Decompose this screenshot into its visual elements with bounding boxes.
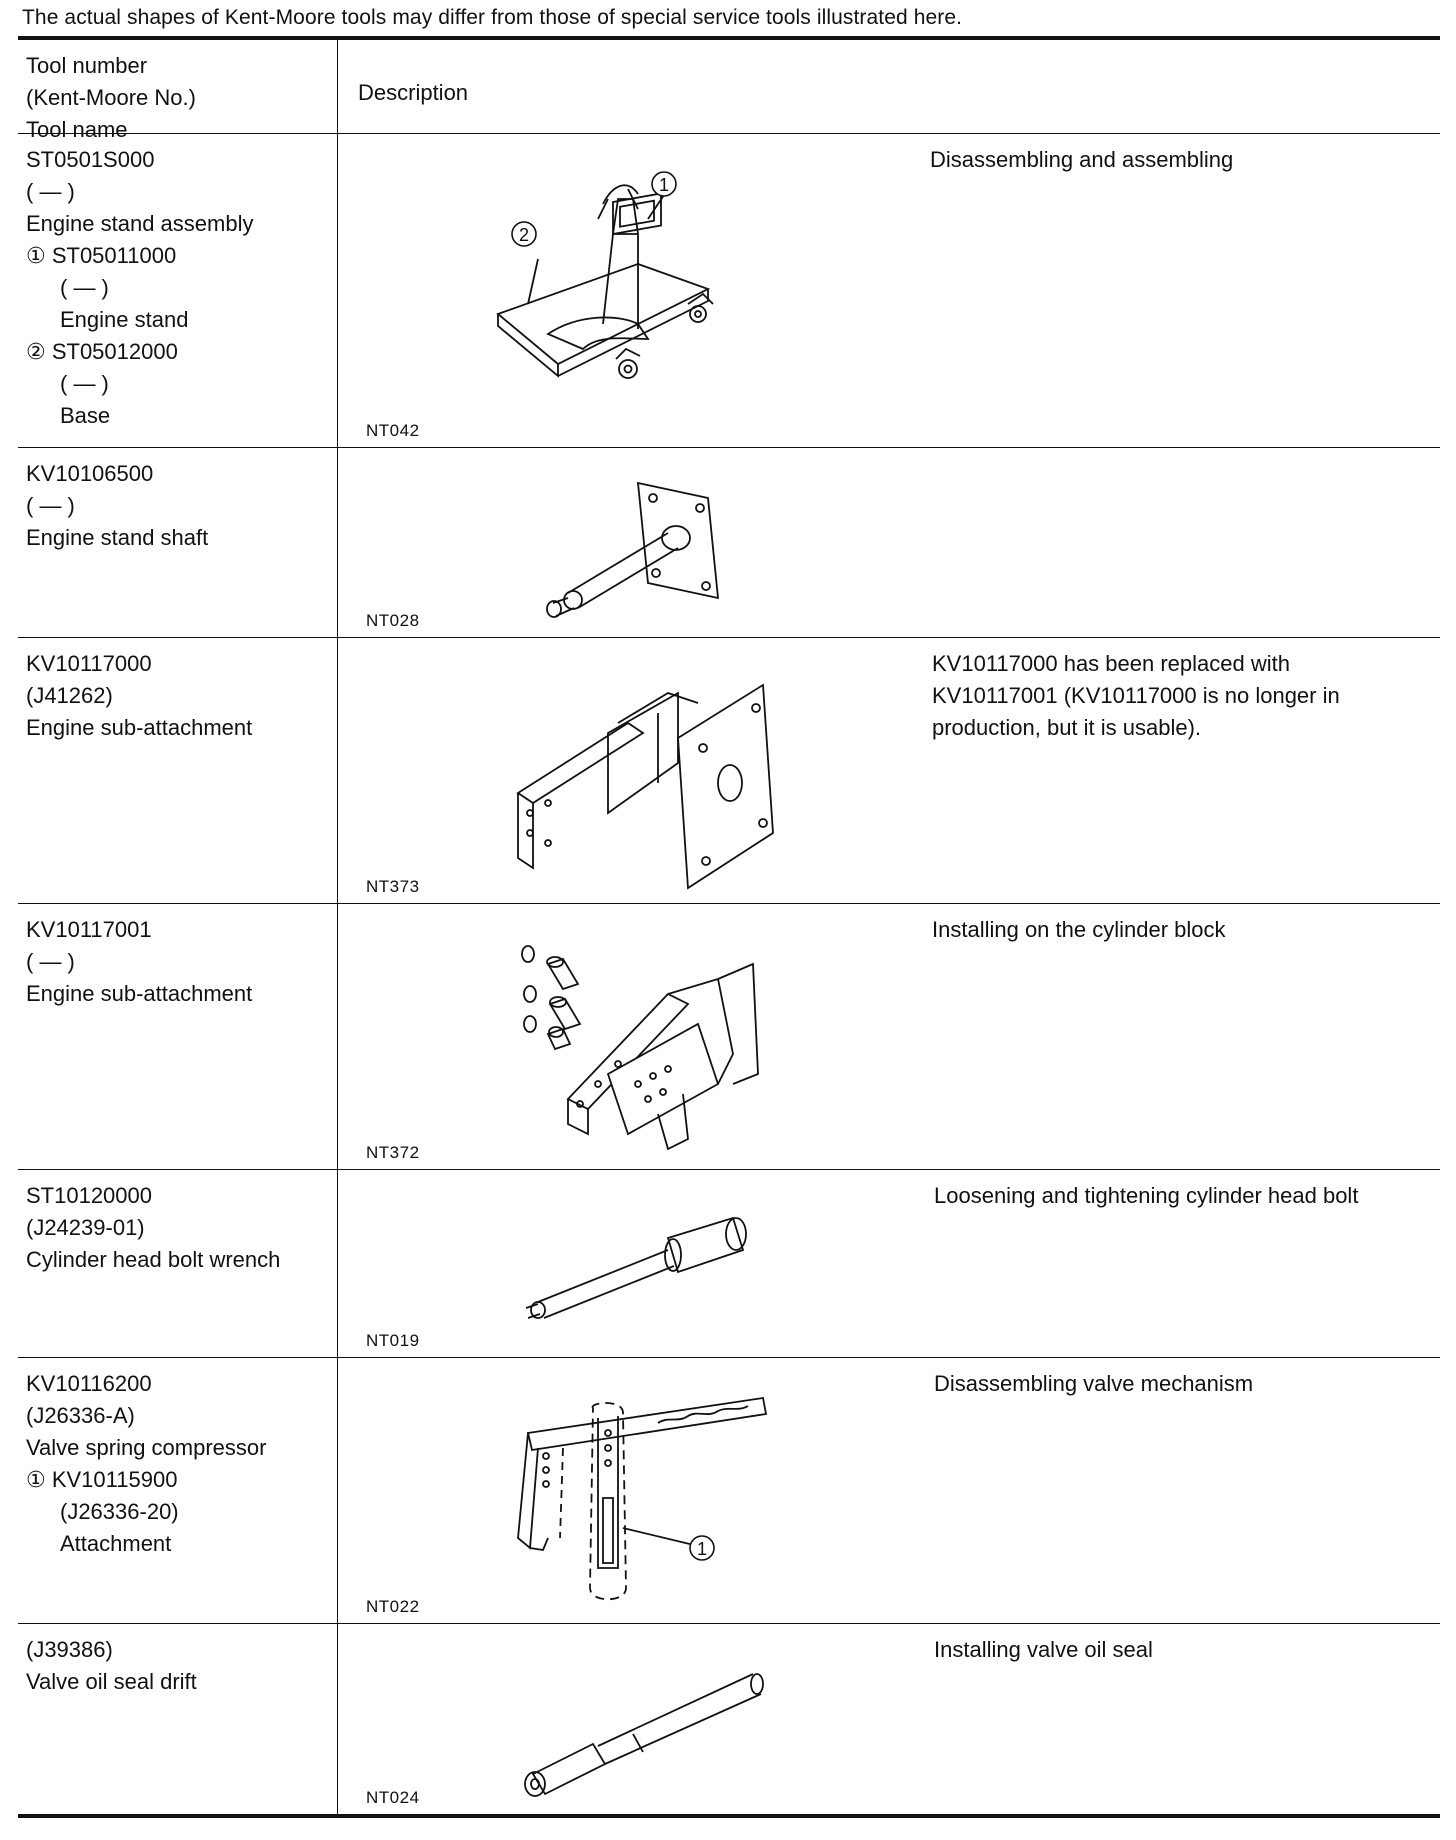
tool-info: KV10106500 ( — ) Engine stand shaft bbox=[18, 448, 338, 637]
tool-description: NT372 Installing on the cylinder block bbox=[338, 904, 1440, 1169]
description-line: production, but it is usable). bbox=[932, 715, 1202, 740]
tool-number: ST0501S000 bbox=[26, 147, 155, 172]
description-text: Installing on the cylinder block bbox=[932, 917, 1226, 942]
tool-info: KV10117000 (J41262) Engine sub-attachmen… bbox=[18, 638, 338, 903]
tool-table: Tool number (Kent-Moore No.) Tool name D… bbox=[18, 36, 1440, 1818]
tool-number: ST10120000 bbox=[26, 1183, 152, 1208]
description-text: Loosening and tightening cylinder head b… bbox=[934, 1183, 1359, 1208]
kent-moore-number: ( — ) bbox=[26, 493, 75, 518]
table-row: ST0501S000 ( — ) Engine stand assembly ①… bbox=[18, 134, 1440, 448]
header-tool-number: Tool number bbox=[26, 53, 148, 78]
tool-info: KV10117001 ( — ) Engine sub-attachment bbox=[18, 904, 338, 1169]
tool-info: ST10120000 (J24239-01) Cylinder head bol… bbox=[18, 1170, 338, 1357]
sub-tool-number: ② ST05012000 bbox=[26, 339, 178, 364]
tool-description: NT019 Loosening and tightening cylinder … bbox=[338, 1170, 1440, 1357]
illustration-code: NT024 bbox=[366, 1788, 420, 1807]
callout-2-icon: 2 bbox=[504, 214, 544, 254]
description-text: Installing valve oil seal bbox=[934, 1637, 1153, 1662]
tool-name: Valve spring compressor bbox=[26, 1435, 267, 1460]
svg-text:1: 1 bbox=[659, 175, 669, 195]
tool-description: NT373 KV10117000 has been replaced with … bbox=[338, 638, 1440, 903]
valve-spring-compressor-illustration bbox=[508, 1378, 848, 1608]
valve-oil-seal-drift-illustration bbox=[513, 1664, 783, 1804]
tool-number: KV10117000 bbox=[26, 651, 152, 676]
description-line: KV10117001 (KV10117000 is no longer in bbox=[932, 683, 1340, 708]
engine-sub-attachment-kit-illustration bbox=[518, 944, 778, 1164]
illustration-code: NT019 bbox=[366, 1331, 420, 1350]
table-row: KV10116200 (J26336-A) Valve spring compr… bbox=[18, 1358, 1440, 1624]
tool-name: Engine sub-attachment bbox=[26, 981, 253, 1006]
table-row: (J39386) Valve oil seal drift NT024 Inst… bbox=[18, 1624, 1440, 1814]
illustration-code: NT372 bbox=[366, 1143, 420, 1162]
sub-tool-number: ① ST05011000 bbox=[26, 243, 177, 268]
engine-stand-illustration bbox=[488, 164, 788, 419]
kent-moore-number: (J24239-01) bbox=[26, 1215, 145, 1240]
table-row: KV10117001 ( — ) Engine sub-attachment bbox=[18, 904, 1440, 1170]
illustration-code: NT042 bbox=[366, 421, 420, 440]
tool-description: NT024 Installing valve oil seal bbox=[338, 1624, 1440, 1814]
tool-name: Engine stand shaft bbox=[26, 525, 209, 550]
tool-description: 1 2 NT042 Disassembling and assembling bbox=[338, 134, 1440, 447]
illustration-code: NT373 bbox=[366, 877, 420, 896]
tool-info: (J39386) Valve oil seal drift bbox=[18, 1624, 338, 1814]
description-text: KV10117000 has been replaced with KV1011… bbox=[932, 648, 1340, 744]
engine-sub-attachment-illustration bbox=[508, 683, 788, 893]
tool-number: KV10116200 bbox=[26, 1371, 152, 1396]
tool-description: 1 NT022 Disassembling valve mechanism bbox=[338, 1358, 1440, 1623]
sub-tool-name: Base bbox=[60, 403, 111, 428]
tool-info: KV10116200 (J26336-A) Valve spring compr… bbox=[18, 1358, 338, 1623]
tool-number: KV10117001 bbox=[26, 917, 152, 942]
header-kent-moore: (Kent-Moore No.) bbox=[26, 85, 196, 110]
svg-text:2: 2 bbox=[519, 225, 529, 245]
description-line: KV10117000 has been replaced with bbox=[932, 651, 1290, 676]
table-header: Tool number (Kent-Moore No.) Tool name D… bbox=[18, 40, 1440, 142]
svg-text:1: 1 bbox=[697, 1539, 707, 1559]
header-tool-name: Tool name bbox=[26, 117, 128, 142]
sub-kent-moore-number: ( — ) bbox=[60, 371, 109, 396]
kent-moore-number: (J26336-A) bbox=[26, 1403, 135, 1428]
tool-info: ST0501S000 ( — ) Engine stand assembly ①… bbox=[18, 134, 338, 447]
kent-moore-number: (J39386) bbox=[26, 1637, 113, 1662]
tool-name: Engine sub-attachment bbox=[26, 715, 253, 740]
sub-tool-name: Engine stand bbox=[60, 307, 189, 332]
sub-tool-name: Attachment bbox=[60, 1531, 172, 1556]
bolt-wrench-illustration bbox=[518, 1210, 758, 1330]
tool-name: Valve oil seal drift bbox=[26, 1669, 197, 1694]
kent-moore-number: (J41262) bbox=[26, 683, 113, 708]
table-row: KV10106500 ( — ) Engine stand shaft NT02… bbox=[18, 448, 1440, 638]
sub-tool-number: ① KV10115900 bbox=[26, 1467, 178, 1492]
illustration-code: NT022 bbox=[366, 1597, 420, 1616]
page-note: The actual shapes of Kent-Moore tools ma… bbox=[22, 6, 963, 29]
header-left: Tool number (Kent-Moore No.) Tool name bbox=[18, 40, 338, 142]
description-text: Disassembling and assembling bbox=[930, 147, 1234, 172]
sub-kent-moore-number: (J26336-20) bbox=[60, 1499, 179, 1524]
header-description: Description bbox=[358, 80, 469, 105]
sub-kent-moore-number: ( — ) bbox=[60, 275, 109, 300]
engine-stand-shaft-illustration bbox=[538, 478, 738, 628]
tool-number: KV10106500 bbox=[26, 461, 154, 486]
header-right: Description bbox=[338, 40, 1440, 133]
illustration-code: NT028 bbox=[366, 611, 420, 630]
tool-name: Cylinder head bolt wrench bbox=[26, 1247, 281, 1272]
callout-1-icon: 1 bbox=[644, 164, 684, 204]
table-row: ST10120000 (J24239-01) Cylinder head bol… bbox=[18, 1170, 1440, 1358]
kent-moore-number: ( — ) bbox=[26, 179, 75, 204]
kent-moore-number: ( — ) bbox=[26, 949, 75, 974]
tool-description: NT028 bbox=[338, 448, 1440, 637]
table-row: KV10117000 (J41262) Engine sub-attachmen… bbox=[18, 638, 1440, 904]
description-text: Disassembling valve mechanism bbox=[934, 1371, 1254, 1396]
callout-1-icon: 1 bbox=[682, 1528, 722, 1568]
tool-name: Engine stand assembly bbox=[26, 211, 254, 236]
